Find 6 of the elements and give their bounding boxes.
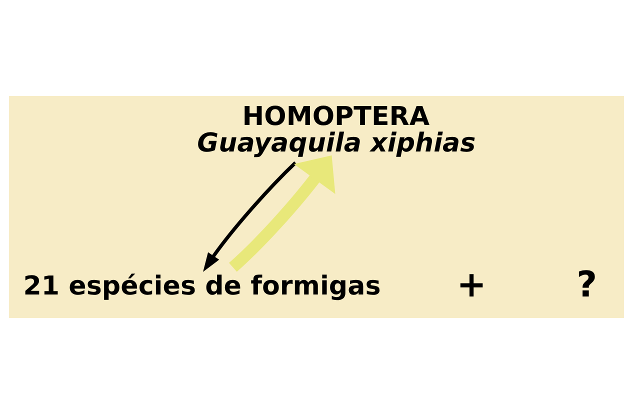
node-text: HOMOPTERA Guayaquila xiphias — [197, 102, 476, 158]
label: + — [456, 264, 486, 306]
label: ? — [576, 264, 598, 306]
arrow — [203, 160, 297, 272]
arrow — [228, 154, 336, 272]
node-text: 21 espécies de formigas — [23, 270, 381, 301]
